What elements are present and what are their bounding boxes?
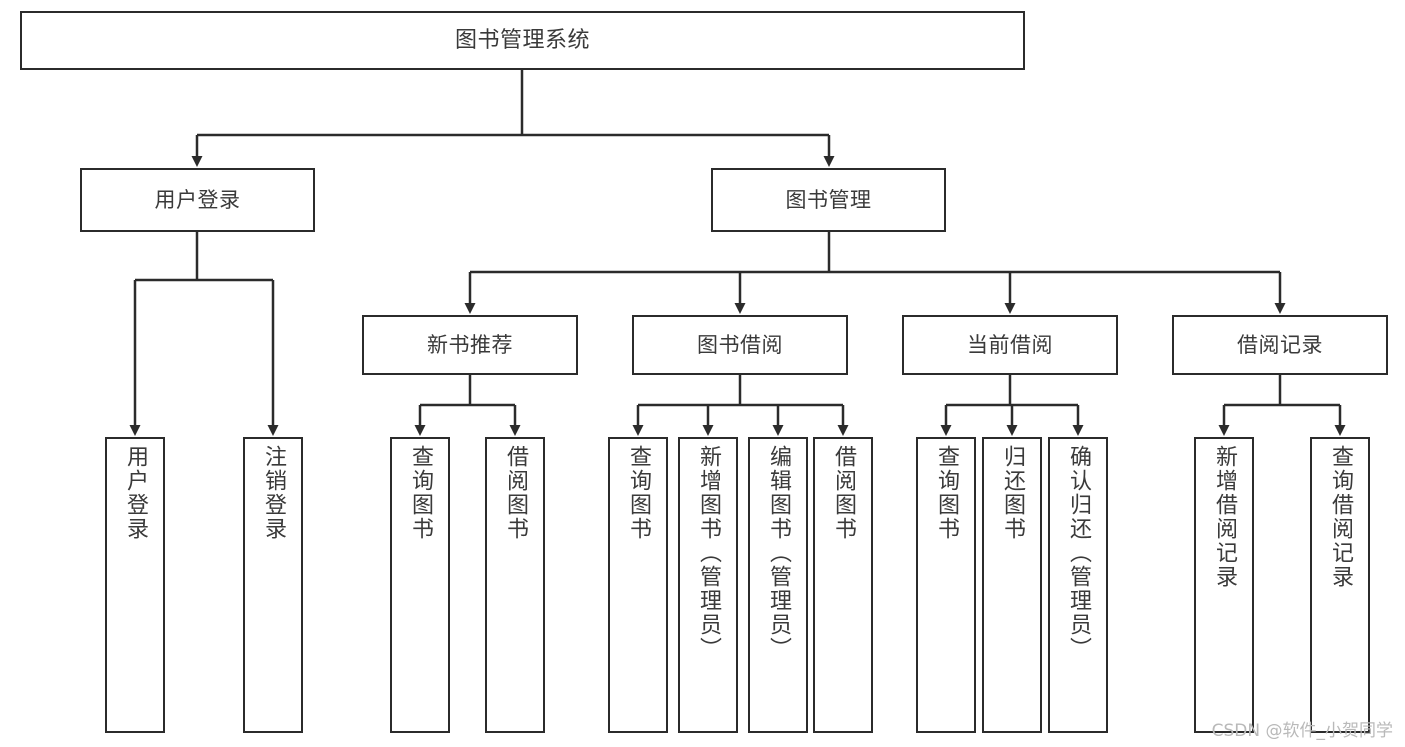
node-label: 注销登录 [261, 445, 286, 541]
node-label: 归还图书 [1000, 445, 1025, 541]
leaf-add-book[interactable]: 新增图书（管理员） [678, 437, 738, 733]
leaf-edit-book[interactable]: 编辑图书（管理员） [748, 437, 808, 733]
node-label: 借阅图书 [831, 445, 856, 541]
leaf-user-logout[interactable]: 注销登录 [243, 437, 303, 733]
leaf-query-book-1[interactable]: 查询图书 [390, 437, 450, 733]
leaf-return-book[interactable]: 归还图书 [982, 437, 1042, 733]
node-label: 图书管理 [785, 187, 872, 212]
node-label: 图书借阅 [697, 332, 783, 357]
leaf-confirm-return[interactable]: 确认归还（管理员） [1048, 437, 1108, 733]
node-label: 用户登录 [123, 445, 148, 541]
node-label: 新增图书（管理员） [696, 445, 721, 661]
node-label: 用户登录 [154, 187, 241, 212]
leaf-borrow-book-1[interactable]: 借阅图书 [485, 437, 545, 733]
node-label: 新增借阅记录 [1212, 445, 1237, 589]
leaf-add-record[interactable]: 新增借阅记录 [1194, 437, 1254, 733]
node-label: 借阅记录 [1237, 332, 1323, 357]
node-label: 查询借阅记录 [1328, 445, 1353, 589]
node-book-borrow[interactable]: 图书借阅 [632, 315, 848, 375]
node-label: 借阅图书 [503, 445, 528, 541]
leaf-query-record[interactable]: 查询借阅记录 [1310, 437, 1370, 733]
node-label: 查询图书 [626, 445, 651, 541]
leaf-query-book-3[interactable]: 查询图书 [916, 437, 976, 733]
csdn-watermark: CSDN @软件_小贺同学 [1211, 721, 1393, 741]
node-new-book-recommend[interactable]: 新书推荐 [362, 315, 578, 375]
node-label: 查询图书 [408, 445, 433, 541]
leaf-query-book-2[interactable]: 查询图书 [608, 437, 668, 733]
node-label: 图书管理系统 [454, 27, 590, 53]
node-label: 当前借阅 [967, 332, 1053, 357]
node-book-management[interactable]: 图书管理 [711, 168, 946, 232]
node-label: 查询图书 [934, 445, 959, 541]
node-user-login[interactable]: 用户登录 [80, 168, 315, 232]
node-label: 新书推荐 [427, 332, 513, 357]
node-label: 确认归还（管理员） [1066, 445, 1091, 661]
node-label: 编辑图书（管理员） [766, 445, 791, 661]
leaf-user-login[interactable]: 用户登录 [105, 437, 165, 733]
node-borrow-record[interactable]: 借阅记录 [1172, 315, 1388, 375]
node-root-system[interactable]: 图书管理系统 [20, 11, 1025, 70]
leaf-borrow-book-2[interactable]: 借阅图书 [813, 437, 873, 733]
node-current-borrow[interactable]: 当前借阅 [902, 315, 1118, 375]
